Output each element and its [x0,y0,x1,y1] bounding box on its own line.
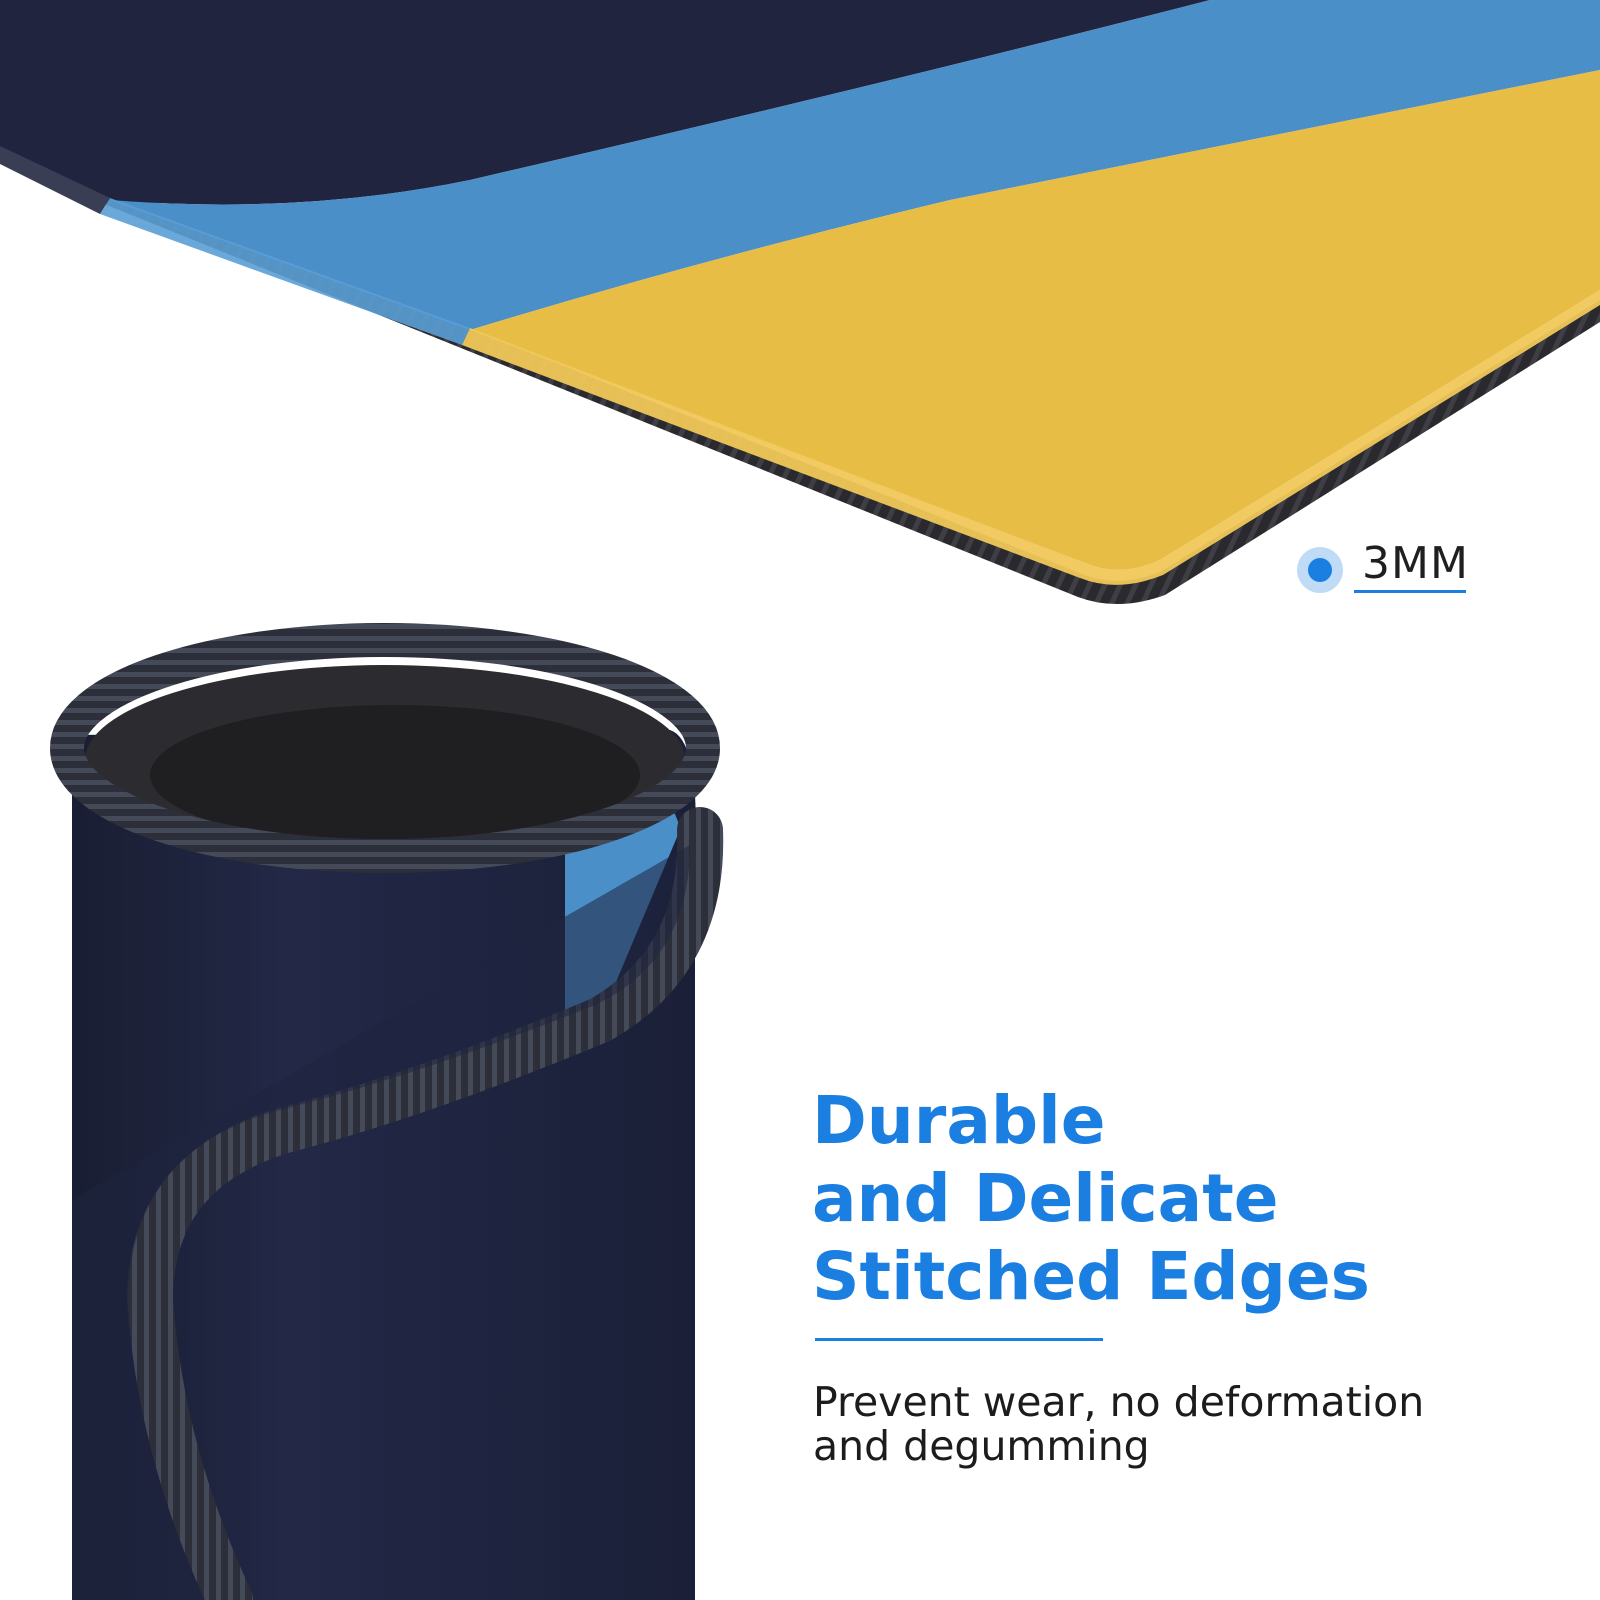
feature-description-line-1: Prevent wear, no deformation [813,1378,1425,1426]
mat-navy-area [0,0,1210,205]
headline-line-1: Durable [812,1082,1106,1159]
thickness-label: 3MM [1362,538,1469,589]
headline: Durable and Delicate Stitched Edges [812,1082,1370,1316]
rolled-mat [50,623,724,1600]
mat-corner [0,0,1600,605]
mat-yellow-stitch-rim [462,290,1600,585]
headline-divider [815,1338,1103,1341]
roll-rim-stitching [50,623,720,873]
roll-outer-layer [72,845,690,1600]
mat-blue-stitch-rim [100,198,470,345]
feature-description: Prevent wear, no deformation and degummi… [813,1380,1513,1468]
feature-description-line-2: and degumming [813,1422,1150,1470]
roll-edge-stitching [126,807,724,1600]
headline-line-2: and Delicate [812,1160,1279,1237]
mat-yellow-area [470,70,1600,570]
thickness-indicator-dot [1297,547,1343,593]
roll-opening-inner [150,705,640,845]
headline-line-3: Stitched Edges [812,1238,1370,1315]
mat-navy-stitch-rim [0,146,110,214]
thickness-underline [1354,590,1466,593]
mat-blue-band [110,0,1600,330]
